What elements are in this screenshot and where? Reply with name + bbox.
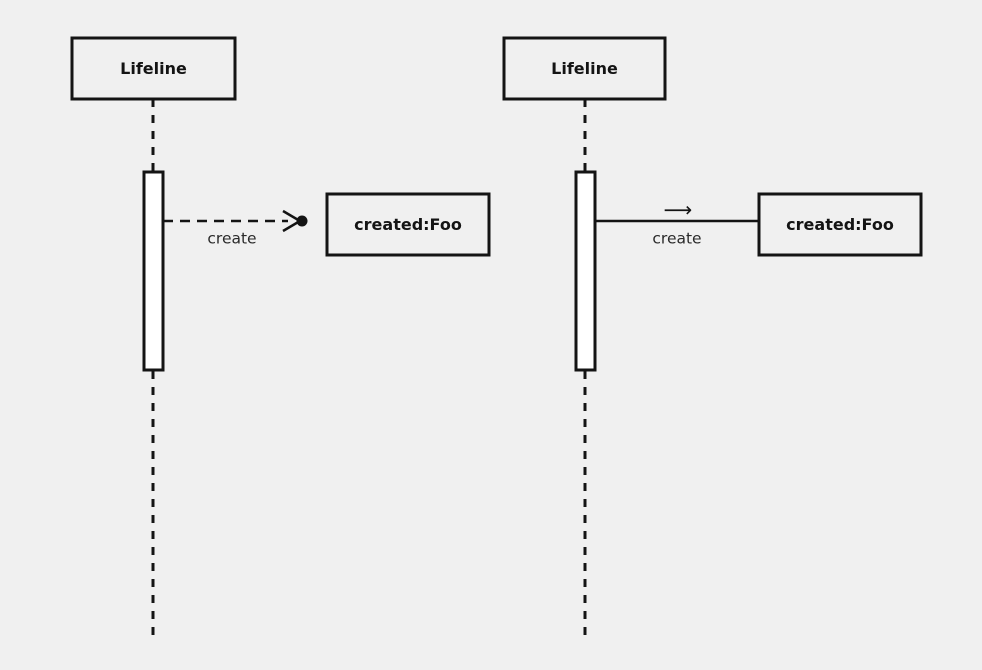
lifeline-header-box-left[interactable] [70, 36, 237, 101]
lifeline-header-box-right[interactable] [502, 36, 667, 101]
create-message-label-right: create [652, 230, 701, 248]
lifeline-header-label-right: Lifeline [551, 59, 618, 78]
diagram-left-variant: Lifeline create created:Foo [70, 36, 491, 640]
created-object-label-left: created:Foo [354, 215, 462, 234]
arrow-right-icon: ⟶ [664, 198, 693, 222]
created-object-box-right[interactable] [757, 192, 923, 257]
created-object-box-left[interactable] [325, 192, 491, 257]
created-object-label-right: created:Foo [786, 215, 894, 234]
diagram-right-variant: Lifeline ⟶ create created:Foo [502, 36, 923, 638]
create-message-label-left: create [207, 230, 256, 248]
lifeline-header-label-left: Lifeline [120, 59, 187, 78]
activation-bar-right[interactable] [574, 170, 597, 372]
message-ball-tip-icon-left [296, 215, 308, 227]
activation-bar-left[interactable] [142, 170, 165, 372]
